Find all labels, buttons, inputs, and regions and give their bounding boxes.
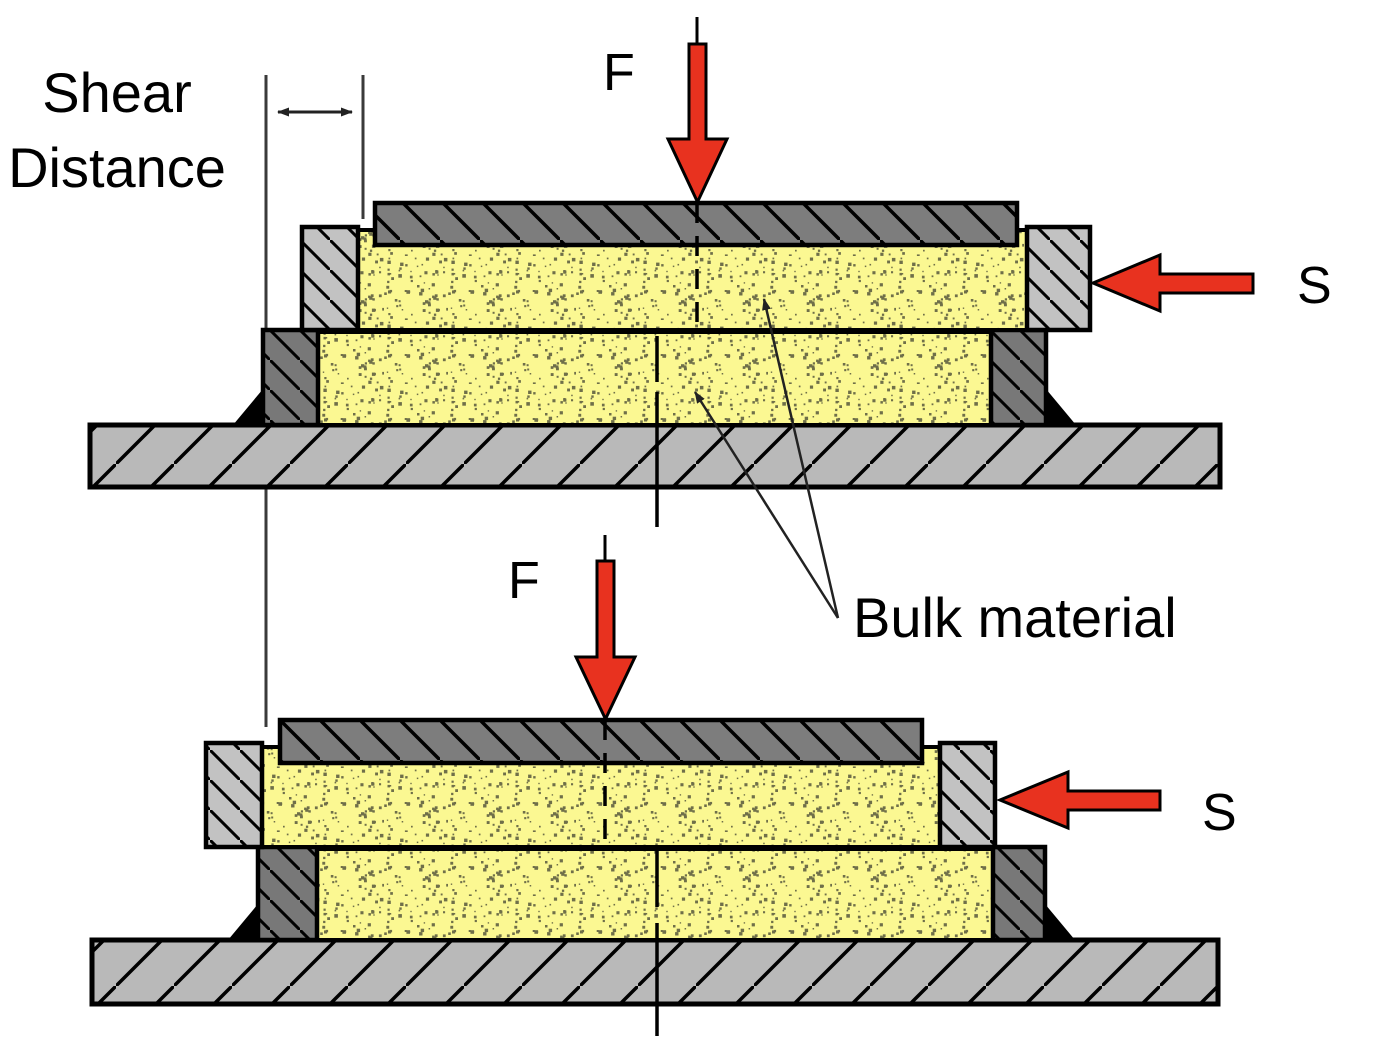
right-weld-fillet <box>1046 389 1076 425</box>
bulk-material-annotation: Bulk material <box>693 298 1177 649</box>
shear-distance-label-line1: Shear <box>42 61 191 124</box>
normal-force-label: F <box>508 552 540 610</box>
lid <box>277 717 925 766</box>
lower-bulk-material <box>315 847 995 942</box>
normal-force-arrow-icon <box>573 559 638 723</box>
lower-ring-right-wall <box>988 327 1049 428</box>
normal-force-arrow-icon <box>665 42 730 206</box>
left-weld-fillet <box>228 904 258 940</box>
lower-ring-right-wall <box>990 844 1048 943</box>
base-plate <box>89 937 1221 1007</box>
shear-distance-label-line2: Distance <box>8 136 226 199</box>
bottom-diagram: F S <box>89 535 1237 1036</box>
lower-ring-left-wall <box>255 844 320 943</box>
top-diagram: F S <box>87 17 1332 527</box>
shear-distance-annotation: Shear Distance <box>8 61 365 727</box>
normal-force-label: F <box>603 44 635 102</box>
upper-ring-right-wall <box>937 740 998 850</box>
lower-bulk-material <box>316 330 993 427</box>
left-weld-fillet <box>233 389 263 425</box>
pointer-arrow-upper-bulk <box>762 298 840 619</box>
shear-force-arrow-icon <box>996 769 1162 831</box>
upper-ring-left-wall <box>203 740 265 850</box>
pointer-arrow-lower-bulk <box>693 391 840 619</box>
base-plate <box>87 422 1223 490</box>
lower-ring-left-wall <box>260 327 321 428</box>
right-weld-fillet <box>1045 904 1075 940</box>
shear-force-label: S <box>1202 784 1237 842</box>
shear-force-label: S <box>1297 257 1332 315</box>
upper-ring-right-wall <box>1024 224 1093 333</box>
bulk-material-label: Bulk material <box>853 586 1177 649</box>
upper-ring-left-wall <box>299 224 361 333</box>
shear-force-arrow-icon <box>1089 252 1255 314</box>
